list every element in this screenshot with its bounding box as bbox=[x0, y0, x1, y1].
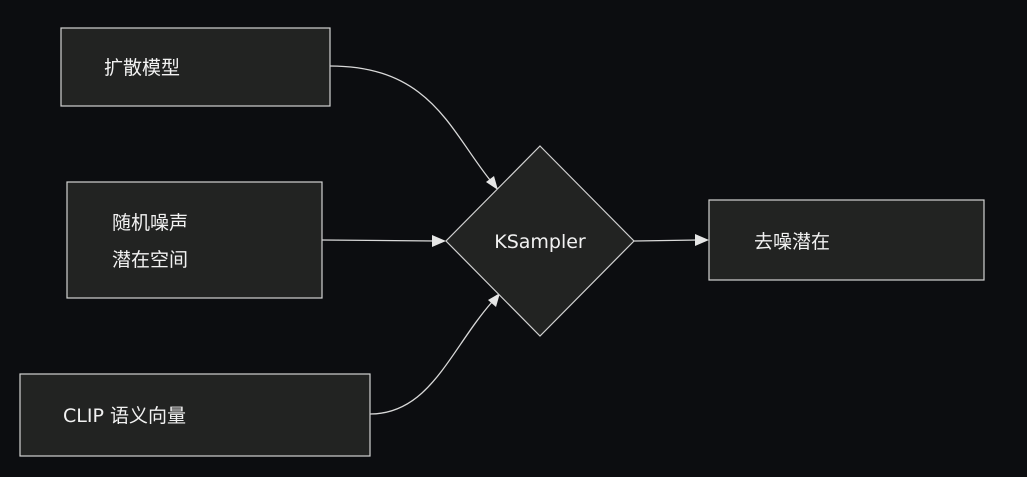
arrowhead-clip-to-ksampler bbox=[488, 293, 500, 307]
edge-noise-to-ksampler bbox=[321, 239, 437, 242]
node-ksampler-label: KSampler bbox=[494, 231, 586, 253]
arrowhead-noise-to-ksampler bbox=[432, 235, 446, 247]
node-denoised-latent: 去噪潜在 bbox=[708, 199, 985, 281]
node-ksampler: KSampler bbox=[445, 145, 635, 337]
node-diffusion-model-label: 扩散模型 bbox=[104, 57, 180, 79]
arrowhead-ksampler-to-denoised bbox=[695, 234, 709, 246]
arrowhead-diffusion-to-ksampler bbox=[486, 176, 498, 190]
node-ksampler-diamond bbox=[445, 145, 635, 337]
edge-ksampler-to-denoised bbox=[633, 239, 699, 242]
node-random-noise-line1: 随机噪声 bbox=[112, 212, 188, 234]
node-denoised-latent-box bbox=[708, 199, 985, 281]
edge-diffusion-to-ksampler bbox=[329, 65, 491, 181]
node-random-noise: 随机噪声 潜在空间 bbox=[66, 181, 323, 299]
node-diffusion-model-box bbox=[60, 27, 331, 107]
edge-clip-to-ksampler bbox=[369, 301, 493, 415]
node-random-noise-line2: 潜在空间 bbox=[112, 249, 188, 271]
node-clip-vector-box bbox=[19, 373, 371, 457]
node-denoised-latent-label: 去噪潜在 bbox=[754, 231, 830, 253]
node-clip-vector-label: CLIP 语义向量 bbox=[63, 405, 186, 427]
node-diffusion-model: 扩散模型 bbox=[60, 27, 331, 107]
node-random-noise-box bbox=[66, 181, 323, 299]
node-clip-vector: CLIP 语义向量 bbox=[19, 373, 371, 457]
